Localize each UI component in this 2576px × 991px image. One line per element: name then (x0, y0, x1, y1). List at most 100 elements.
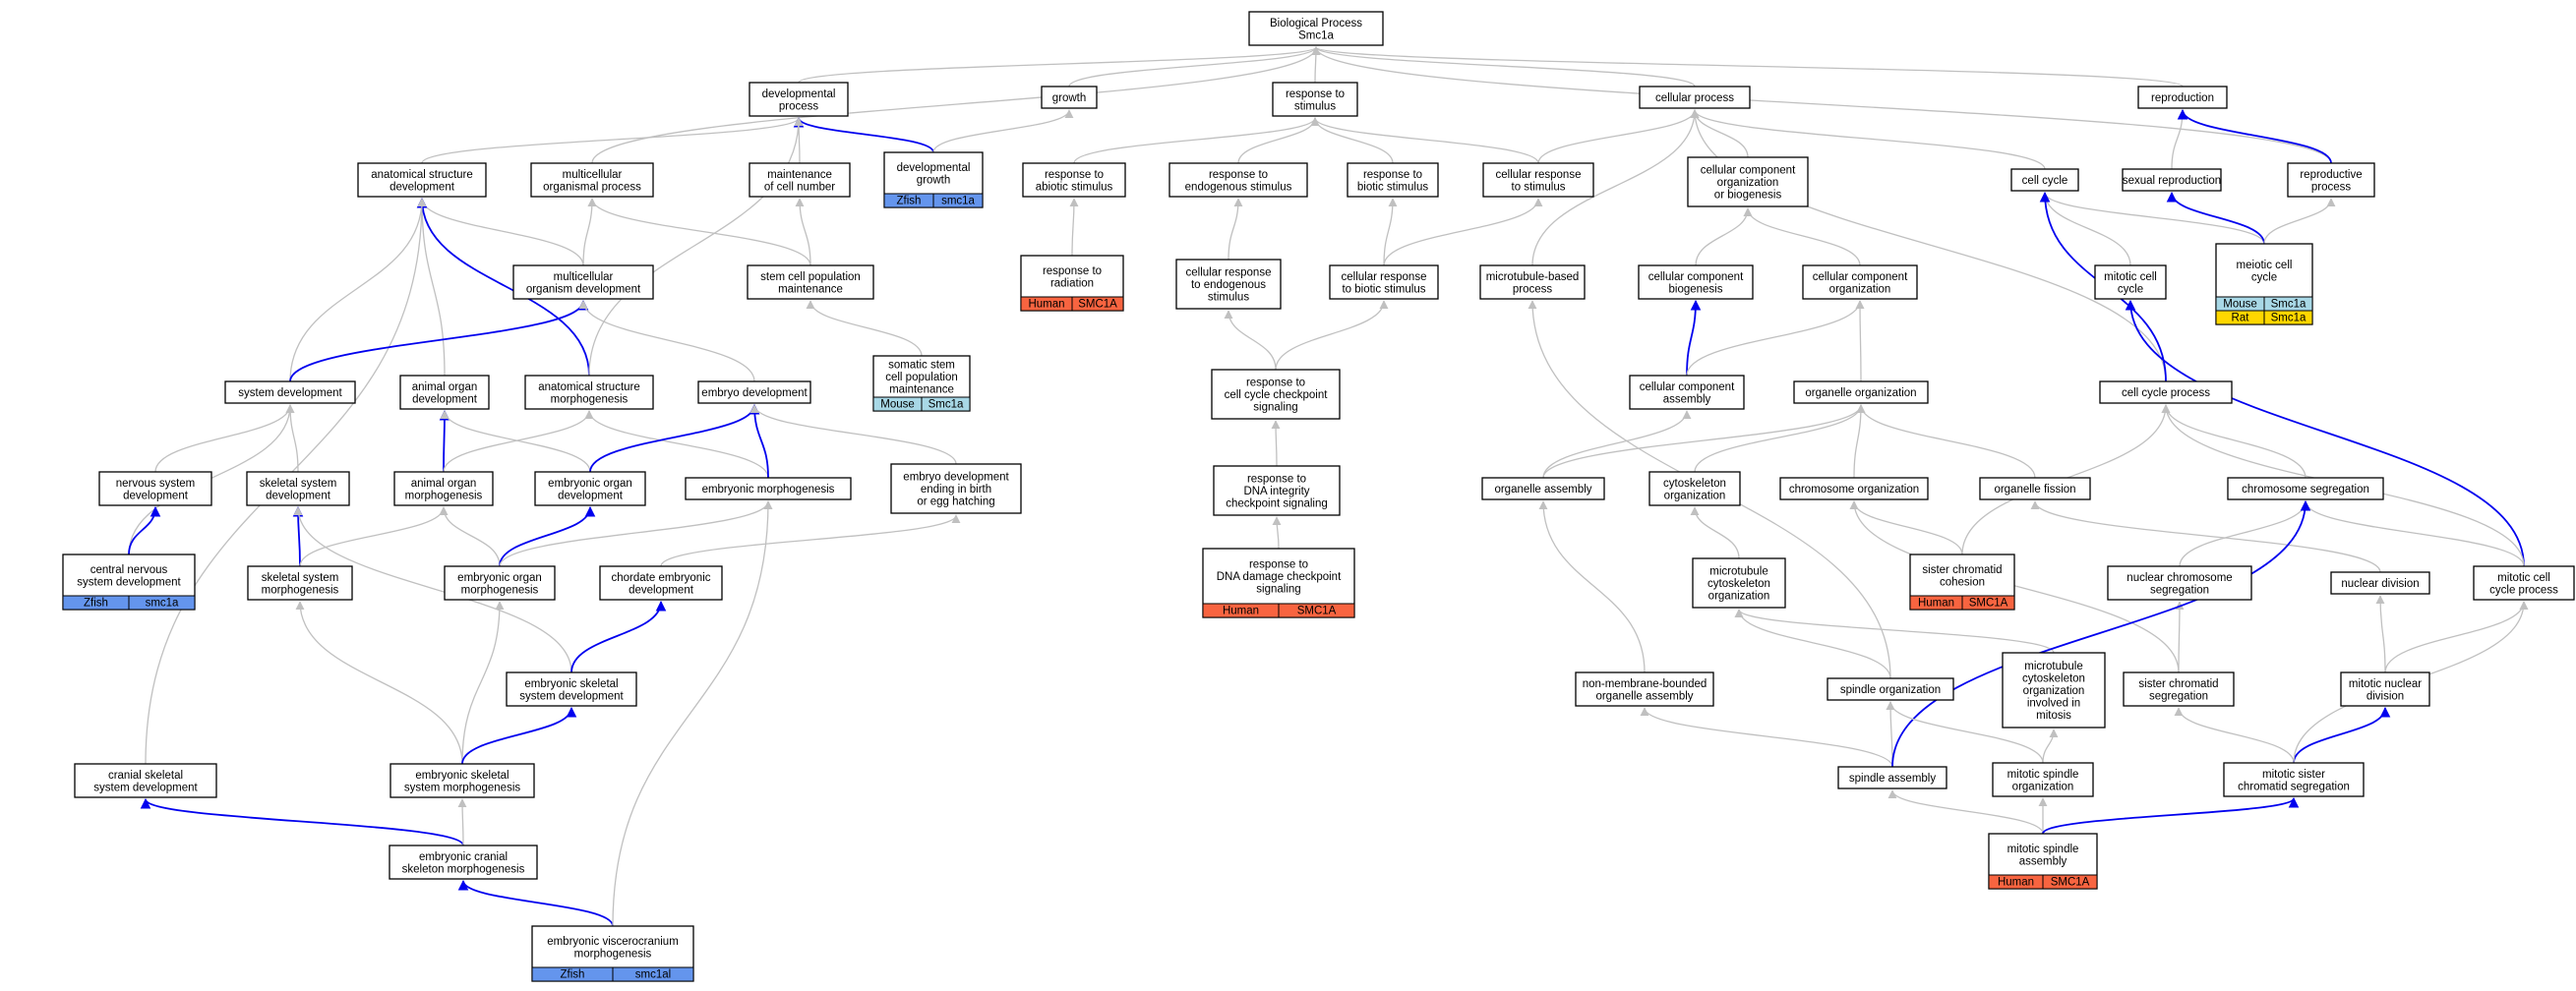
edge-spindle_asm-to-chrom_seg (1891, 499, 2311, 768)
edge-emb_visc-to-embmorph (612, 500, 773, 927)
term-label-line: response to (1045, 169, 1104, 181)
edge-multiorg-to-bp (591, 46, 1321, 164)
term-box (1638, 264, 1754, 300)
go-term-reproduction[interactable]: reproduction (2137, 86, 2228, 109)
go-term-chrom_seg[interactable]: chromosome segregation (2227, 477, 2384, 500)
edge-resp_stim-to-bp (1311, 46, 1321, 84)
edge-animorgmorph-to-animorgdev (439, 409, 450, 473)
go-term-cellcycle[interactable]: cell cycle (2010, 168, 2079, 192)
edge-emb_skel_morph-to-emborgmorph (461, 601, 505, 765)
go-term-emb_visc[interactable]: embryonic viscerocraniummorphogenesisZfi… (531, 925, 694, 982)
term-label-line: spindle assembly (1849, 773, 1936, 785)
edge-emb_skel_morph-to-skelmorph (295, 601, 463, 765)
term-label-line: cycle process (2489, 584, 2558, 596)
go-term-org_fission[interactable]: organelle fission (1979, 477, 2091, 500)
edge-resp_abiotic-to-resp_stim (1073, 117, 1320, 164)
term-box (2330, 571, 2430, 595)
go-term-spindle_asm[interactable]: spindle assembly (1837, 766, 1947, 789)
edge-cell_resp_biotic-to-resp_biotic (1383, 198, 1398, 266)
term-label-line: cellular response (1186, 267, 1272, 279)
go-term-org_assembly[interactable]: organelle assembly (1481, 477, 1605, 500)
species-label: Zfish (84, 598, 108, 610)
term-box (2223, 762, 2365, 797)
edge-nuc_chrom_seg-to-chrom_seg (2179, 500, 2310, 567)
term-box (74, 763, 217, 798)
go-term-nuc_div[interactable]: nuclear division (2330, 571, 2430, 595)
go-term-cellproc[interactable]: cellular process (1639, 86, 1751, 109)
species-label: Zfish (561, 969, 585, 981)
edge-emborgmorph-to-emborgdev (499, 505, 596, 567)
go-term-embmorph[interactable]: embryonic morphogenesis (685, 477, 852, 500)
edge-nonmem_org-to-org_assembly (1538, 500, 1646, 673)
go-term-mt_mitosis[interactable]: microtubulecytoskeletonorganizationinvol… (2002, 652, 2106, 729)
go-term-sysdev[interactable]: system development (224, 380, 356, 404)
go-term-growth[interactable]: growth (1041, 86, 1098, 109)
go-term-ccproc[interactable]: cell cycle process (2099, 380, 2233, 404)
edge-asmorph-to-asd (416, 197, 590, 377)
go-term-chrom_org[interactable]: chromosome organization (1779, 477, 1929, 500)
go-term-spindle_org[interactable]: spindle organization (1827, 677, 1954, 701)
term-label-line: meiotic cell (2237, 260, 2293, 271)
go-term-sexrepro[interactable]: sexual reproduction (2122, 168, 2222, 192)
edge-reproproc-to-reproduction (2177, 108, 2332, 164)
edge-mitotic_nuc_div-to-mitotic_ccp (2384, 601, 2529, 673)
term-label-line: response to (1286, 88, 1345, 100)
go-term-embdev[interactable]: embryo development (697, 380, 811, 404)
go-term-organelle_org[interactable]: organelle organization (1793, 380, 1929, 404)
